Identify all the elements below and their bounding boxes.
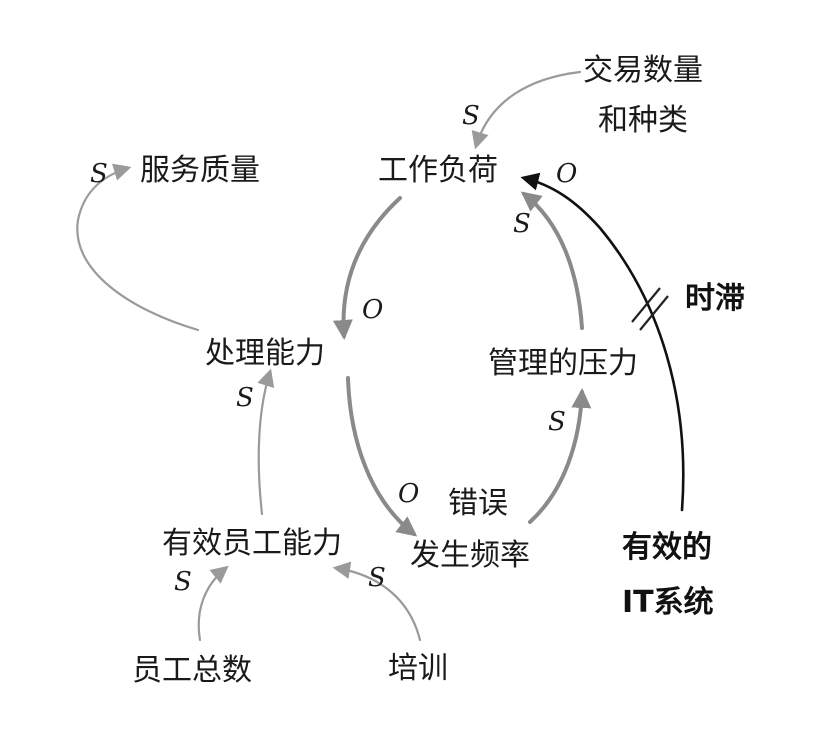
node-service-quality: 服务质量	[140, 153, 260, 188]
polarity-total-to-staff: S	[174, 567, 192, 597]
polarity-training-to-staff: S	[368, 563, 386, 593]
node-error-rate-line2: 发生频率	[410, 538, 530, 573]
delay-mark-2	[639, 295, 669, 331]
edge-volume-to-workload	[471, 70, 582, 150]
node-error-rate-line1: 错误	[448, 486, 508, 521]
edge-capacity-to-quality	[76, 163, 200, 332]
edge-total-to-staff	[197, 565, 229, 642]
node-mgmt-pressure: 管理的压力	[488, 346, 638, 381]
node-effective-it-line1: 有效的	[622, 530, 712, 565]
polarity-volume-to-workload: S	[462, 101, 480, 131]
polarity-it-to-workload: O	[556, 159, 577, 189]
node-capacity: 处理能力	[205, 336, 325, 371]
node-effective-it-line2: IT系统	[622, 585, 714, 620]
edge-staff-to-capacity	[257, 368, 275, 516]
edge-capacity-to-errors	[346, 376, 418, 537]
node-volume-line1: 交易数量	[583, 53, 703, 88]
polarity-capacity-to-quality: S	[90, 159, 108, 189]
edge-workload-to-capacity	[332, 196, 402, 340]
edge-pressure-to-workload	[520, 191, 584, 330]
polarity-pressure-to-workload: S	[513, 209, 531, 239]
polarity-errors-to-pressure: S	[548, 407, 566, 437]
node-effective-staff: 有效员工能力	[162, 526, 342, 561]
polarity-staff-to-capacity: S	[236, 383, 254, 413]
edge-it-to-workload	[520, 172, 685, 512]
delay-mark-1	[631, 287, 661, 323]
polarity-workload-to-capacity: O	[362, 295, 383, 325]
node-total-staff: 员工总数	[132, 653, 252, 688]
node-workload: 工作负荷	[378, 153, 498, 188]
delay-label: 时滞	[685, 281, 745, 316]
polarity-capacity-to-errors: O	[398, 479, 419, 509]
node-volume-line2: 和种类	[598, 103, 688, 138]
edge-training-to-staff	[332, 561, 422, 642]
node-training: 培训	[388, 651, 448, 686]
edge-errors-to-pressure	[528, 388, 592, 524]
